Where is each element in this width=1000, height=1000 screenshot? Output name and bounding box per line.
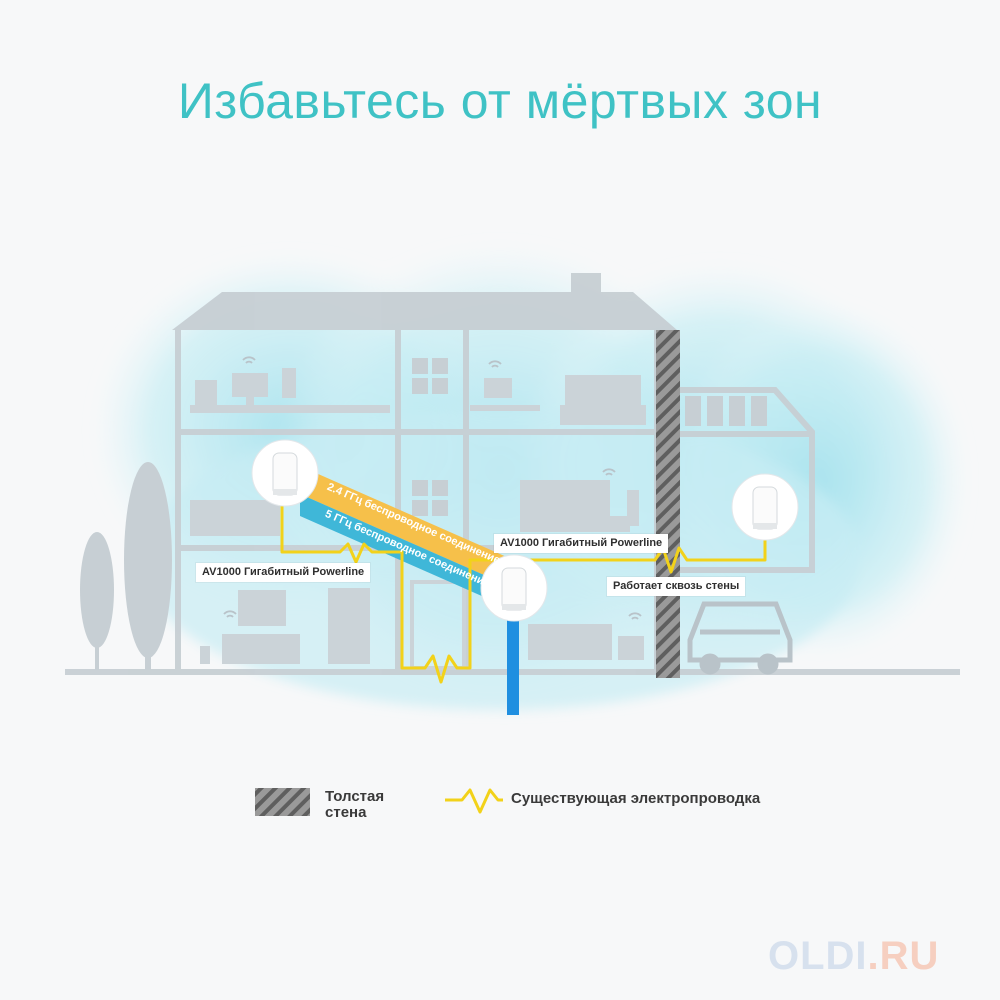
- page-title: Избавьтесь от мёртвых зон: [177, 73, 823, 129]
- powerline-wiring: [280, 500, 767, 684]
- car-icon: [687, 601, 793, 675]
- through-walls-label: Работает сквозь стены: [607, 577, 746, 596]
- band-24ghz: [300, 466, 518, 590]
- thick-wall: [656, 330, 680, 678]
- zigzag-wire-icon: [445, 788, 503, 814]
- furniture: [190, 368, 646, 670]
- hatched-wall-icon: [255, 788, 310, 816]
- chimney: [571, 273, 601, 293]
- powerline-label-right: AV1000 Гигабитный Powerline: [494, 534, 669, 553]
- mesh-unit-icon: [480, 554, 548, 622]
- stairwell-windows: [412, 358, 767, 516]
- mesh-unit-icon: [251, 439, 319, 507]
- legend-wiring-label: Существующая электропроводка: [511, 790, 761, 807]
- watermark: OLDI.RU: [768, 934, 940, 978]
- roof: [172, 292, 677, 330]
- wifi-icon: [223, 356, 642, 620]
- tree-icon: [80, 462, 172, 670]
- legend-wall-label: Толстая стена: [325, 788, 385, 821]
- mesh-unit-icon: [731, 473, 799, 541]
- band-5ghz: [300, 494, 518, 612]
- powerline-label-left: AV1000 Гигабитный Powerline: [196, 563, 371, 582]
- ethernet-cable: [507, 600, 519, 715]
